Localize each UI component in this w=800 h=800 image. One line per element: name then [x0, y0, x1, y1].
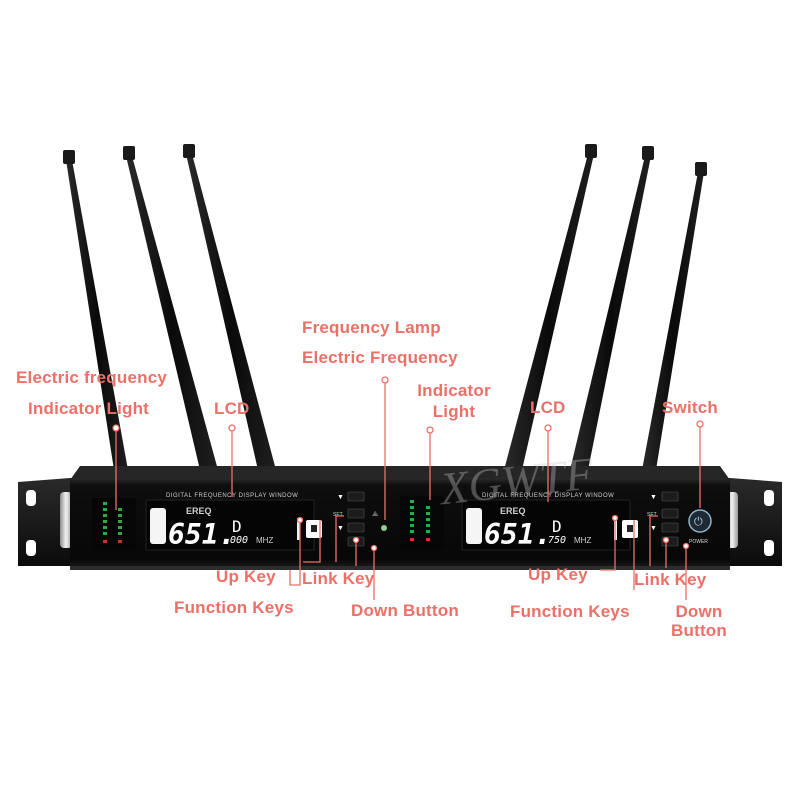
svg-text:⟁: ⟁	[372, 511, 378, 518]
rf-af-meter-b	[400, 496, 444, 548]
key-b-1[interactable]	[661, 491, 679, 502]
antenna-left-1	[63, 150, 128, 470]
set-key-label-a: SET	[333, 512, 343, 518]
power-label: POWER	[689, 539, 708, 545]
battery-icon	[150, 508, 166, 544]
key-a-1[interactable]	[347, 491, 365, 502]
key-a-3[interactable]	[347, 522, 365, 533]
label-right-lcd: LCD	[530, 398, 566, 417]
label-frequency-lamp: Frequency Lamp	[302, 318, 441, 337]
down-arrow-icon-2: ▼	[337, 525, 344, 532]
label-right-function-keys: Function Keys	[510, 602, 630, 621]
label-right-down: Down	[675, 602, 723, 621]
label-center-indicator: Indicator	[417, 381, 491, 400]
label-center-light: Light	[432, 402, 476, 421]
chassis-top	[70, 466, 730, 480]
label-right-up-key: Up Key	[528, 565, 588, 584]
label-switch: Switch	[662, 398, 718, 417]
label-left-down-button: Down Button	[351, 601, 459, 620]
lcd-decimal-b: 750	[548, 535, 566, 546]
freq-tag-b: EREQ	[500, 506, 526, 516]
lcd-frequency-a: 651.	[168, 518, 235, 551]
label-left-electric-frequency: Electric frequency	[16, 368, 167, 387]
label-left-lcd: LCD	[214, 399, 250, 418]
down-arrow-icon-3: ▼	[650, 494, 657, 501]
key-b-2[interactable]	[661, 508, 679, 519]
down-arrow-icon: ▼	[337, 494, 344, 501]
frequency-lamp: ⟁	[372, 511, 387, 531]
link-indicator-a	[297, 518, 300, 540]
lcd-mode-b: D	[552, 517, 562, 536]
lcd-unit-b: MHZ	[574, 536, 591, 545]
lcd-mode-a: D	[232, 517, 242, 536]
label-left-link-key: Link Key	[302, 569, 375, 588]
antenna-left-2	[123, 146, 218, 470]
rack-ear-left	[18, 478, 72, 566]
lcd-unit-a: MHZ	[256, 536, 273, 545]
label-electric-frequency: Electric Frequency	[302, 348, 458, 367]
antenna-left-3	[183, 144, 276, 470]
key-b-3[interactable]	[661, 522, 679, 533]
antenna-right-2	[570, 146, 654, 470]
freq-tag-a: EREQ	[186, 506, 212, 516]
set-key-label-b: SET	[647, 512, 657, 518]
label-right-link-key: Link Key	[634, 570, 707, 589]
down-arrow-icon-4: ▼	[650, 525, 657, 532]
lcd-frequency-b: 651.	[484, 518, 551, 551]
antenna-right-3	[642, 162, 707, 470]
label-right-button: Button	[671, 621, 727, 640]
key-a-2[interactable]	[347, 508, 365, 519]
display-window-a: DIGITAL FREQUENCY DISPLAY WINDOW EREQ 65…	[145, 493, 322, 551]
rack-ear-right	[726, 478, 782, 566]
label-left-up-key: Up Key	[216, 567, 276, 586]
label-left-indicator-light: Indicator Light	[28, 399, 150, 418]
callout-lines	[112, 376, 704, 600]
label-left-function-keys: Function Keys	[174, 598, 294, 617]
antenna-right-1	[504, 144, 597, 470]
power-switch[interactable]: ⏻ POWER	[688, 509, 712, 545]
lcd-decimal-a: 000	[230, 535, 248, 546]
power-icon: ⏻	[694, 516, 703, 528]
rf-af-meter-a	[92, 498, 136, 550]
antennas	[63, 144, 707, 470]
battery-icon-b	[466, 508, 482, 544]
